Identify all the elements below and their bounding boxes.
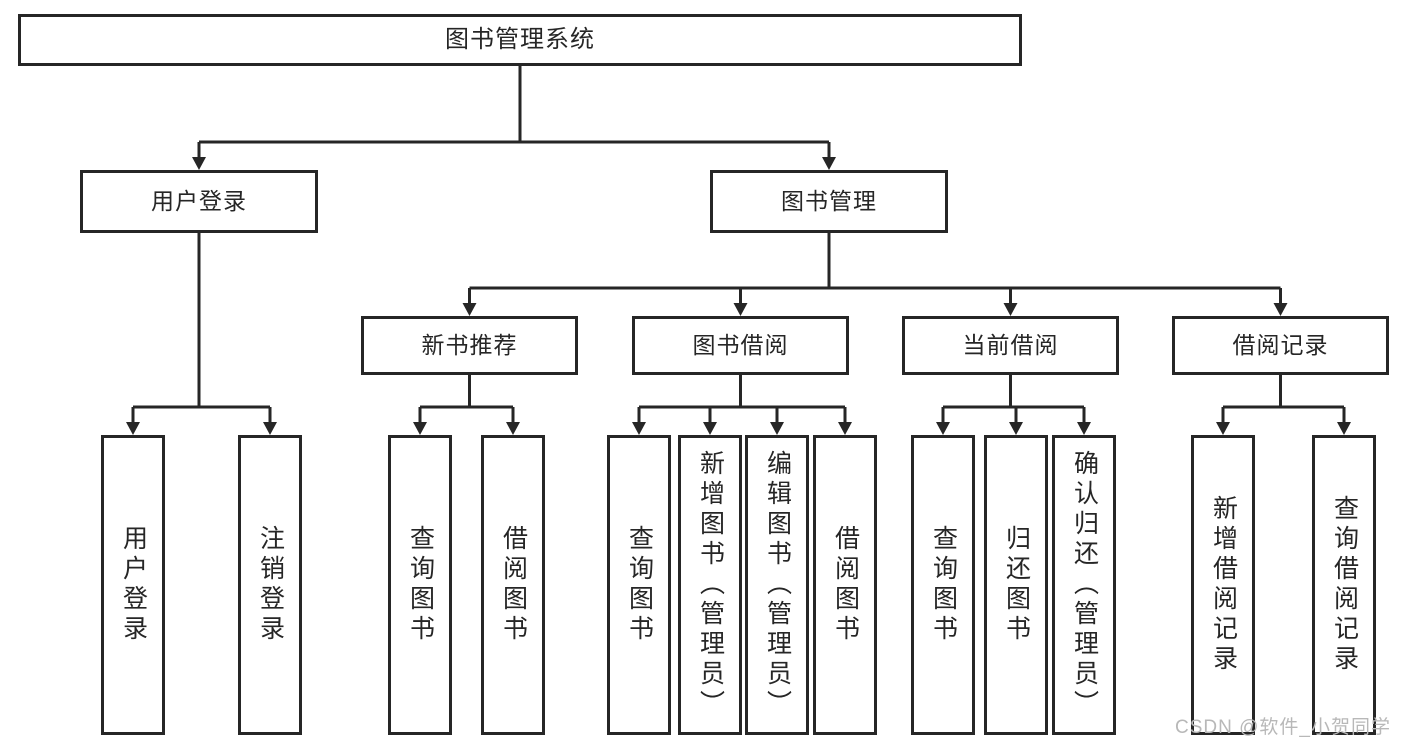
leaf-borrow-book-2[interactable]: 借阅图书 <box>813 435 877 735</box>
node-new-book-recommend-label: 新书推荐 <box>421 332 518 359</box>
leaf-logout-label: 注销登录 <box>256 525 285 645</box>
node-current-borrow-label: 当前借阅 <box>962 332 1059 359</box>
leaf-edit-book[interactable]: 编辑图书（管理员） <box>745 435 809 735</box>
leaf-confirm-return-label: 确认归还（管理员） <box>1070 450 1099 720</box>
leaf-borrow-book-1[interactable]: 借阅图书 <box>481 435 545 735</box>
node-user-login[interactable]: 用户登录 <box>80 170 318 233</box>
leaf-query-book-3[interactable]: 查询图书 <box>911 435 975 735</box>
leaf-add-borrow-record[interactable]: 新增借阅记录 <box>1191 435 1255 735</box>
node-borrow-record[interactable]: 借阅记录 <box>1172 316 1389 375</box>
node-root-label: 图书管理系统 <box>445 26 595 53</box>
node-user-login-label: 用户登录 <box>151 188 247 215</box>
leaf-user-login[interactable]: 用户登录 <box>101 435 165 735</box>
leaf-query-book-1[interactable]: 查询图书 <box>388 435 452 735</box>
node-book-manage-label: 图书管理 <box>781 188 877 215</box>
leaf-logout[interactable]: 注销登录 <box>238 435 302 735</box>
leaf-add-book[interactable]: 新增图书（管理员） <box>678 435 742 735</box>
leaf-query-borrow-record[interactable]: 查询借阅记录 <box>1312 435 1376 735</box>
leaf-edit-book-label: 编辑图书（管理员） <box>763 450 792 720</box>
leaf-query-book-3-label: 查询图书 <box>929 525 958 645</box>
leaf-borrow-book-2-label: 借阅图书 <box>831 525 860 645</box>
node-new-book-recommend[interactable]: 新书推荐 <box>361 316 578 375</box>
node-book-borrow-label: 图书借阅 <box>692 332 789 359</box>
leaf-add-book-label: 新增图书（管理员） <box>696 450 725 720</box>
node-book-manage[interactable]: 图书管理 <box>710 170 948 233</box>
leaf-query-borrow-record-label: 查询借阅记录 <box>1330 495 1359 675</box>
leaf-user-login-label: 用户登录 <box>119 525 148 645</box>
node-root[interactable]: 图书管理系统 <box>18 14 1022 66</box>
node-borrow-record-label: 借阅记录 <box>1232 332 1329 359</box>
leaf-query-book-2-label: 查询图书 <box>625 525 654 645</box>
leaf-query-book-1-label: 查询图书 <box>406 525 435 645</box>
node-book-borrow[interactable]: 图书借阅 <box>632 316 849 375</box>
leaf-add-borrow-record-label: 新增借阅记录 <box>1209 495 1238 675</box>
leaf-borrow-book-1-label: 借阅图书 <box>499 525 528 645</box>
watermark: CSDN @软件_小贺同学 <box>1175 717 1391 738</box>
leaf-return-book[interactable]: 归还图书 <box>984 435 1048 735</box>
leaf-return-book-label: 归还图书 <box>1002 525 1031 645</box>
leaf-confirm-return[interactable]: 确认归还（管理员） <box>1052 435 1116 735</box>
node-current-borrow[interactable]: 当前借阅 <box>902 316 1119 375</box>
leaf-query-book-2[interactable]: 查询图书 <box>607 435 671 735</box>
